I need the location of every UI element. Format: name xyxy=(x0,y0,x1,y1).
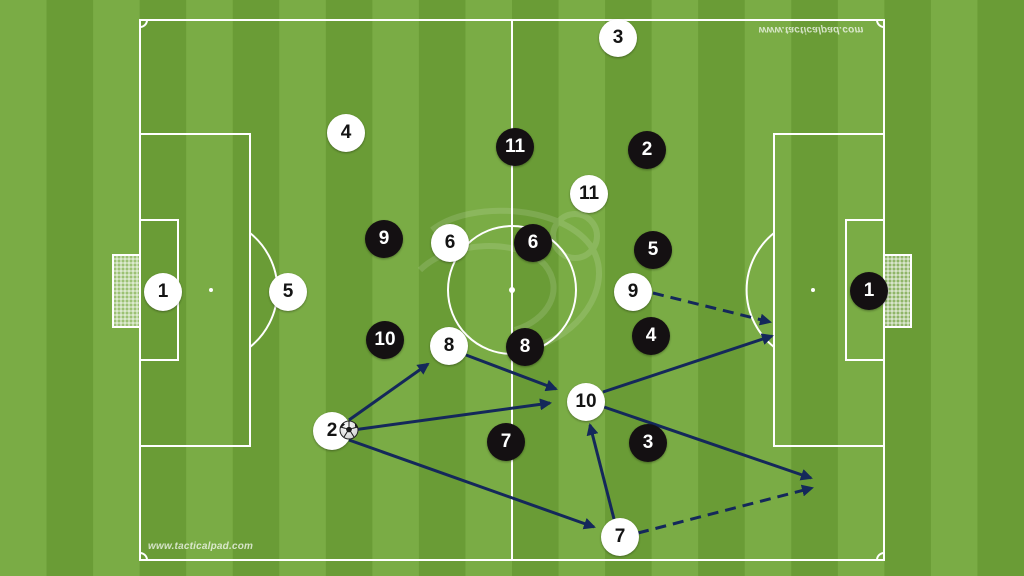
corner-arc-bottom-left xyxy=(139,552,148,561)
grass-stripe xyxy=(791,0,839,576)
center-spot xyxy=(509,287,515,293)
watermark-bottom: www.tacticalpad.com xyxy=(148,541,254,552)
player-white-9[interactable]: 9 xyxy=(614,273,652,311)
corner-arc-top-right xyxy=(876,19,885,28)
player-black-1[interactable]: 1 xyxy=(850,272,888,310)
right-penalty-spot xyxy=(811,288,815,292)
soccer-ball-icon[interactable] xyxy=(339,420,359,440)
player-black-4[interactable]: 4 xyxy=(632,317,670,355)
grass-stripe xyxy=(418,0,466,576)
player-black-11[interactable]: 11 xyxy=(496,128,534,166)
grass-stripe xyxy=(744,0,792,576)
grass-stripe xyxy=(465,0,513,576)
player-white-5[interactable]: 5 xyxy=(269,273,307,311)
grass-stripe xyxy=(977,0,1024,576)
player-black-9[interactable]: 9 xyxy=(365,220,403,258)
player-white-10[interactable]: 10 xyxy=(567,383,605,421)
grass-stripe xyxy=(512,0,560,576)
grass-stripe xyxy=(930,0,978,576)
run-arrow-10-to-flank xyxy=(603,405,813,481)
player-black-6[interactable]: 6 xyxy=(514,224,552,262)
player-black-8[interactable]: 8 xyxy=(506,328,544,366)
pass-arrow-2-to-8 xyxy=(348,362,430,422)
run-arrow-2-to-7 xyxy=(348,438,596,530)
dashed-run-7-to-flank xyxy=(637,484,814,535)
player-black-10[interactable]: 10 xyxy=(366,321,404,359)
grass-stripe xyxy=(558,0,606,576)
player-white-7[interactable]: 7 xyxy=(601,518,639,556)
arrows xyxy=(348,291,814,535)
pass-arrow-7-to-10 xyxy=(586,423,616,520)
player-white-8[interactable]: 8 xyxy=(430,327,468,365)
grass-stripe xyxy=(0,0,48,576)
grass-stripe xyxy=(651,0,699,576)
pass-arrow-10-to-box xyxy=(602,333,774,394)
dashed-run-9-to-box xyxy=(652,291,772,326)
player-black-5[interactable]: 5 xyxy=(634,231,672,269)
player-black-7[interactable]: 7 xyxy=(487,423,525,461)
grass-stripe xyxy=(698,0,746,576)
watermark-top: www.tacticalpad.com xyxy=(758,24,864,35)
player-white-3[interactable]: 3 xyxy=(599,19,637,57)
left-penalty-spot xyxy=(209,288,213,292)
player-white-11[interactable]: 11 xyxy=(570,175,608,213)
right-goal xyxy=(883,254,912,328)
pass-arrow-2-to-10 xyxy=(352,398,552,432)
player-white-4[interactable]: 4 xyxy=(327,114,365,152)
grass-stripe xyxy=(186,0,234,576)
grass-stripe xyxy=(372,0,420,576)
player-white-1[interactable]: 1 xyxy=(144,273,182,311)
corner-arc-top-left xyxy=(139,19,148,28)
player-black-3[interactable]: 3 xyxy=(629,424,667,462)
spots xyxy=(209,287,815,293)
grass-stripe xyxy=(325,0,373,576)
player-black-2[interactable]: 2 xyxy=(628,131,666,169)
grass-stripe xyxy=(46,0,94,576)
corner-arc-bottom-right xyxy=(876,552,885,561)
left-goal xyxy=(112,254,141,328)
player-white-6[interactable]: 6 xyxy=(431,224,469,262)
run-arrow-8-to-10 xyxy=(465,353,558,392)
